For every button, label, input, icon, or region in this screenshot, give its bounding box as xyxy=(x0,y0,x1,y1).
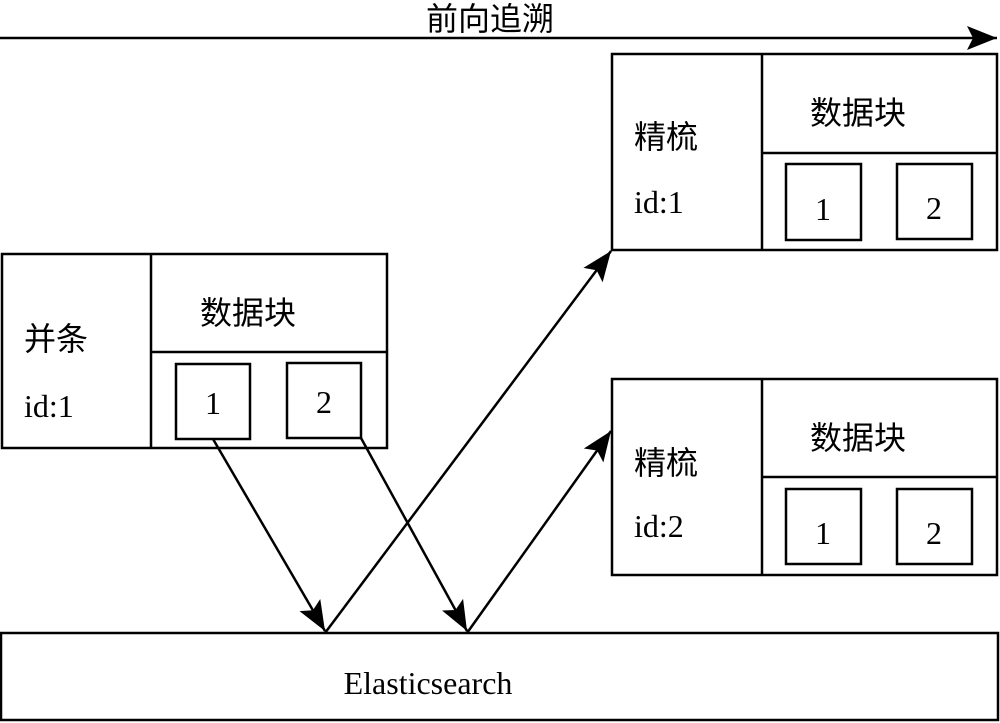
data-block-2-label: 2 xyxy=(926,515,942,551)
data-block-2-label: 2 xyxy=(926,190,942,226)
data-block-2-label: 2 xyxy=(316,384,332,420)
block-title: 数据块 xyxy=(200,294,296,332)
edges xyxy=(211,250,613,634)
node-name: 并条 xyxy=(24,320,88,358)
data-block-1 xyxy=(174,362,252,441)
data-block-1-label: 1 xyxy=(815,191,831,227)
block-title: 数据块 xyxy=(810,94,906,132)
block-title: 数据块 xyxy=(810,419,906,457)
timeline-label: 前向追溯 xyxy=(426,0,554,38)
elasticsearch-store: Elasticsearch xyxy=(0,631,1000,722)
node-id: id:1 xyxy=(24,388,74,424)
edge-es-to-combing-1 xyxy=(323,250,613,634)
node-name: 精梳 xyxy=(634,118,698,156)
edge-es-to-combing-2 xyxy=(465,430,613,634)
data-block-1 xyxy=(784,162,863,242)
elasticsearch-label: Elasticsearch xyxy=(344,665,513,701)
data-block-2 xyxy=(285,361,363,440)
data-block-1-label: 1 xyxy=(815,515,831,551)
node-drawing: 并条 id:1 数据块 1 2 xyxy=(0,252,389,450)
node-id: id:1 xyxy=(634,184,684,220)
data-block-1 xyxy=(784,487,863,566)
data-block-1-label: 1 xyxy=(205,385,221,421)
forward-trace-timeline: 前向追溯 xyxy=(0,0,997,50)
elasticsearch-frame xyxy=(0,631,1000,722)
node-name: 精梳 xyxy=(634,444,698,482)
node-combing-1: 精梳 id:1 数据块 1 2 xyxy=(610,52,999,252)
data-block-2 xyxy=(895,487,974,566)
data-block-2 xyxy=(895,162,974,241)
edge-block2-to-es xyxy=(359,437,469,632)
node-id: id:2 xyxy=(634,508,684,544)
edge-block1-to-es xyxy=(211,438,327,632)
node-combing-2: 精梳 id:2 数据块 1 2 xyxy=(610,377,999,577)
